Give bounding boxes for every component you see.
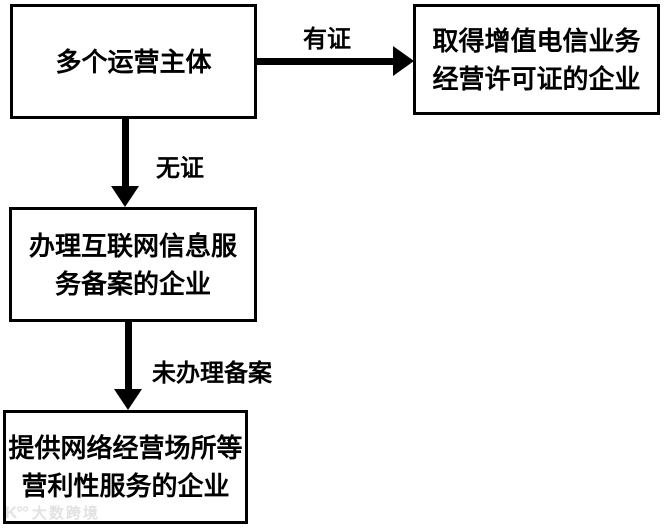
node-label-line: 务备案的企业 <box>54 268 211 299</box>
arrow-shaft <box>257 58 394 65</box>
node-label-line: 经营许可证的企业 <box>432 63 641 94</box>
node-label-line: 办理互联网信息服 <box>28 230 237 261</box>
node-label-line: 多个运营主体 <box>55 46 212 77</box>
node-label-line: 提供网络经营场所等 <box>8 433 243 463</box>
flowchart-node-online-venue-service-enterprise: 提供网络经营场所等 营利性服务的企业 <box>3 410 248 524</box>
dashu-kuajing-logo-icon <box>5 503 28 523</box>
arrow-down-icon <box>111 186 139 207</box>
arrow-right-icon <box>393 46 414 76</box>
watermark: 大数跨境 <box>5 502 100 523</box>
arrow-shaft <box>125 322 132 390</box>
edge-label-no-filing: 未办理备案 <box>152 360 272 387</box>
arrow-down-icon <box>114 389 142 410</box>
node-label-line: 营利性服务的企业 <box>21 471 230 501</box>
arrow-shaft <box>122 119 129 187</box>
watermark-text: 大数跨境 <box>31 505 100 522</box>
flowchart-node-licensed-telecom-enterprise: 取得增值电信业务 经营许可证的企业 <box>413 4 660 115</box>
flowchart-node-icp-filing-enterprise: 办理互联网信息服 务备案的企业 <box>9 207 257 322</box>
edge-label-has-license: 有证 <box>303 26 351 53</box>
flowchart-node-multiple-operators: 多个运营主体 <box>10 4 257 119</box>
edge-label-no-license: 无证 <box>156 155 204 182</box>
node-label-line: 取得增值电信业务 <box>432 25 641 56</box>
